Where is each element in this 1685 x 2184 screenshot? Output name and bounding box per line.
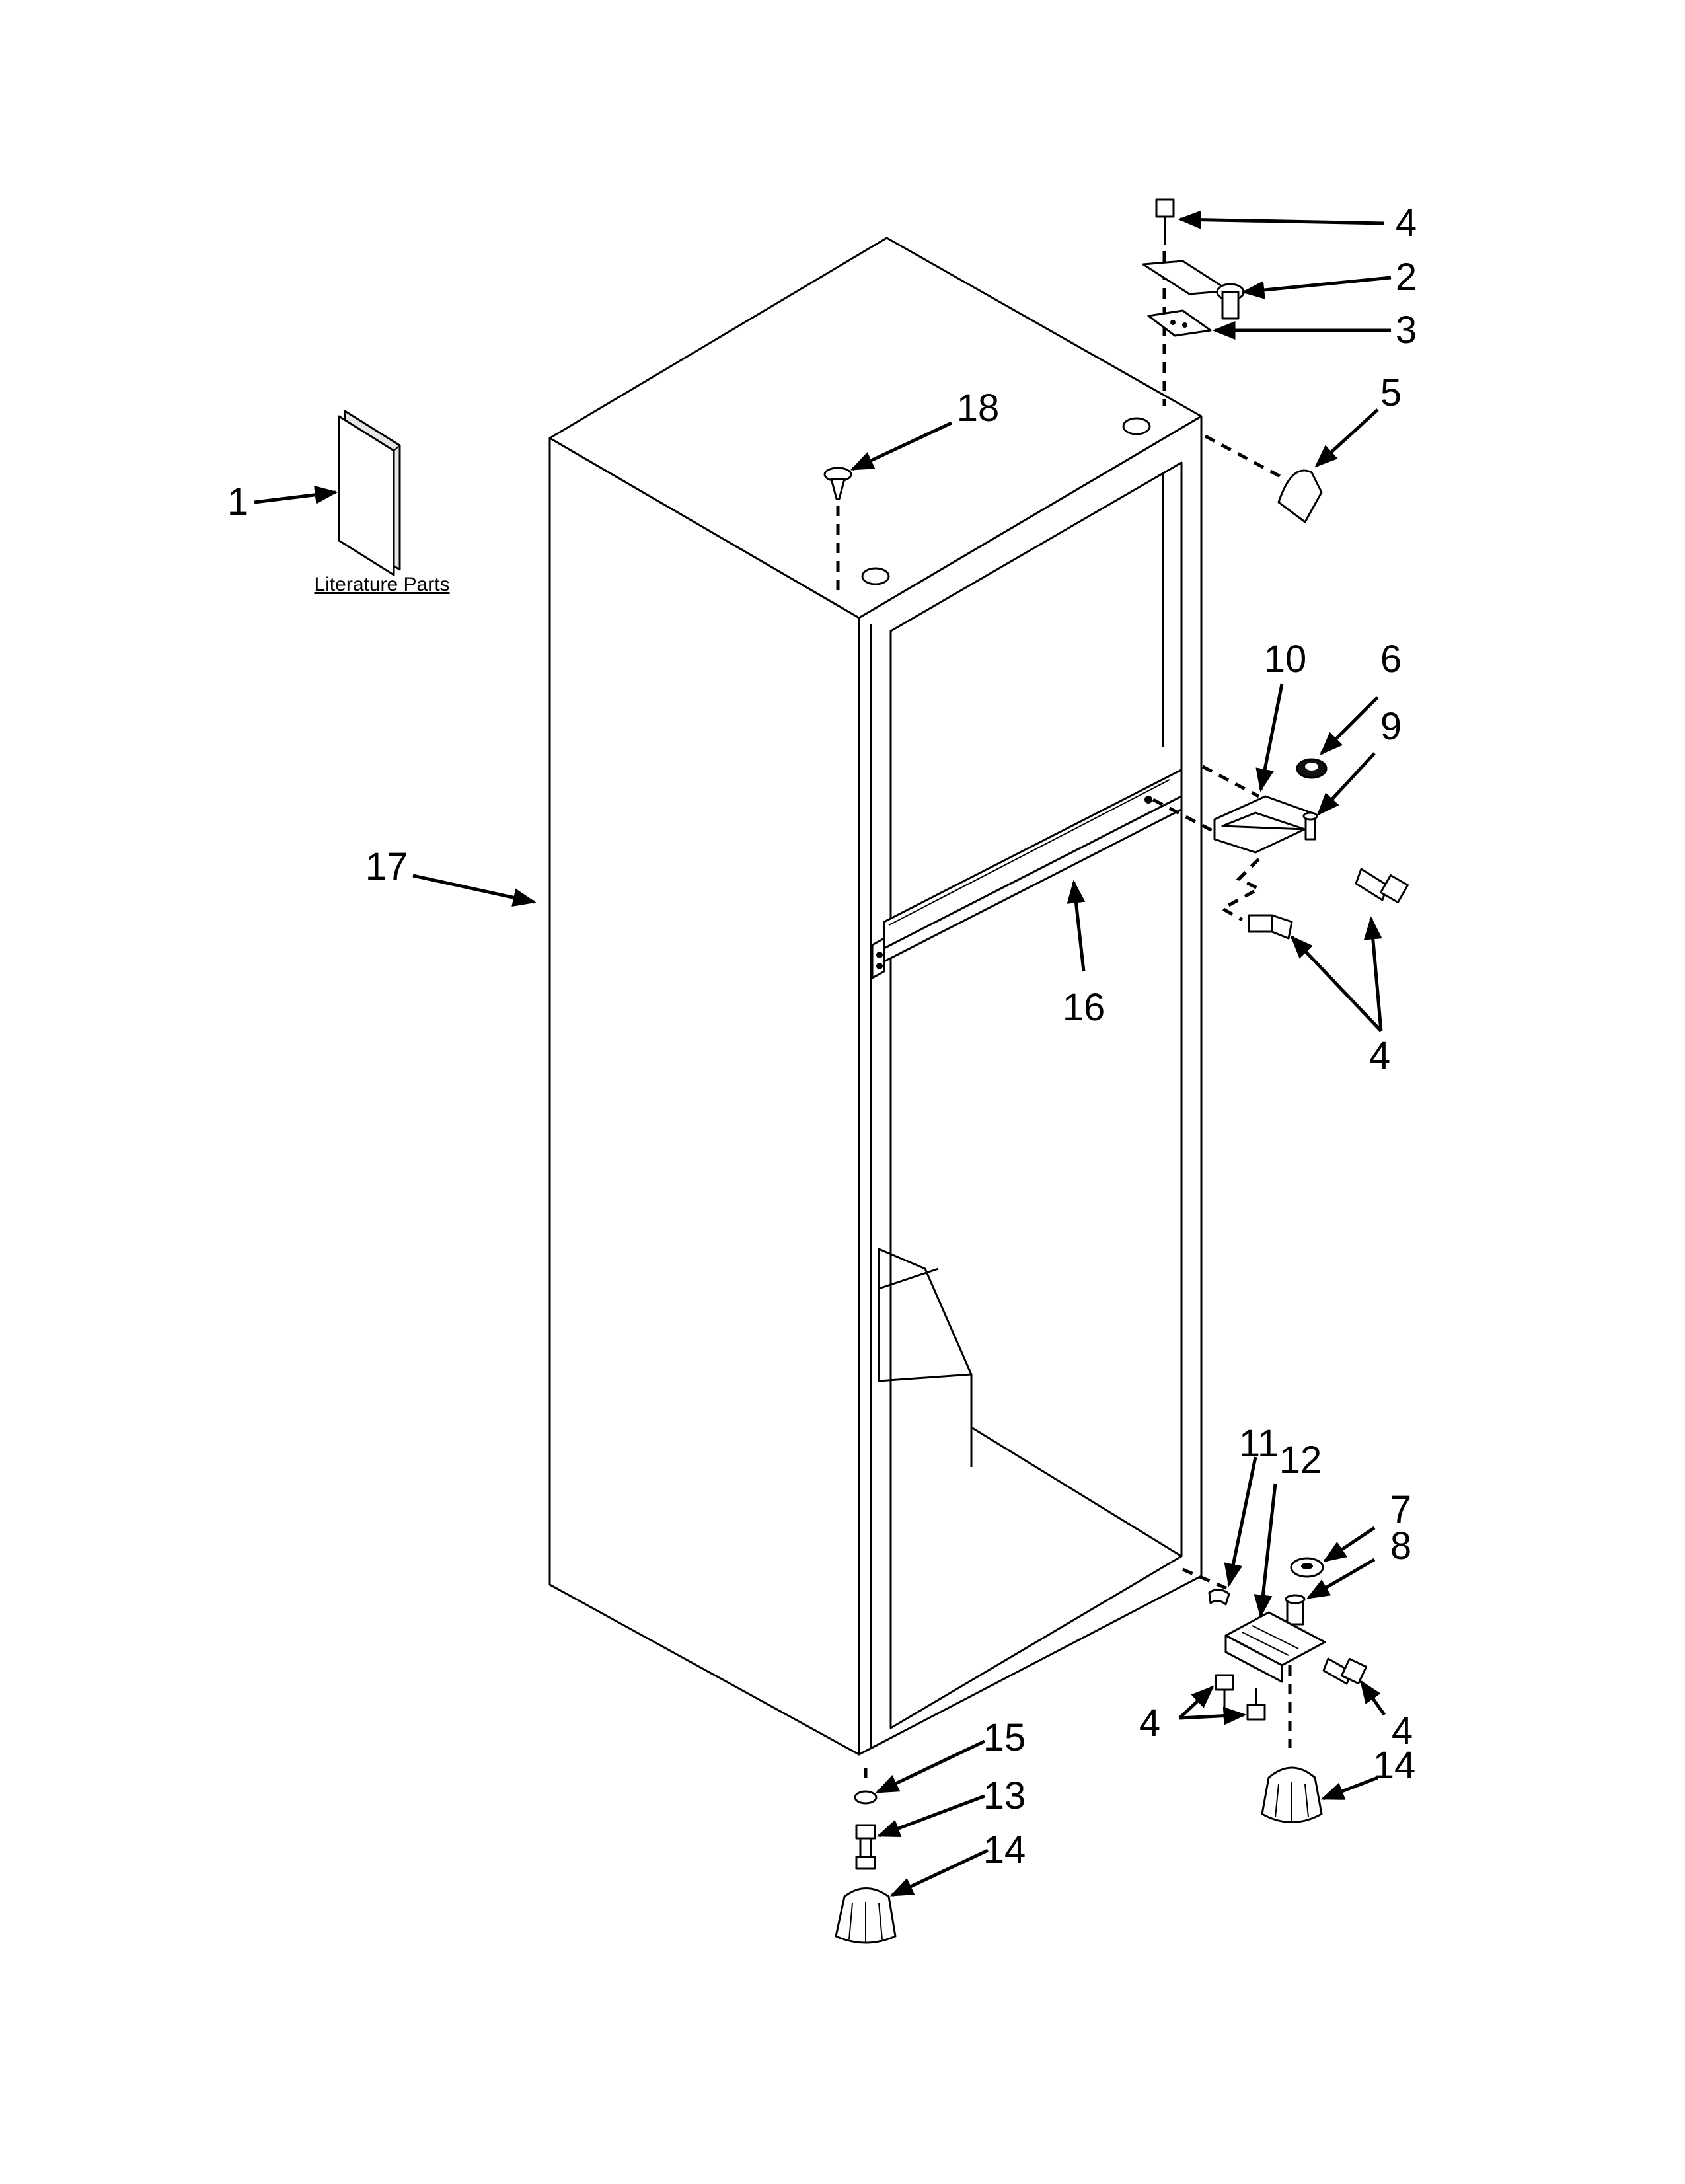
literature-booklet bbox=[338, 410, 401, 576]
callout-1: 1 bbox=[227, 480, 249, 523]
callout-9: 9 bbox=[1380, 705, 1402, 748]
callout-5: 5 bbox=[1380, 371, 1402, 414]
callout-7: 7 bbox=[1390, 1488, 1412, 1531]
callout-8: 8 bbox=[1390, 1525, 1412, 1567]
callout-18: 18 bbox=[956, 387, 1000, 430]
center-hinge-assembly bbox=[1213, 758, 1409, 940]
callout-14-right: 14 bbox=[1372, 1744, 1416, 1787]
callout-10: 10 bbox=[1263, 638, 1307, 681]
callout-12: 12 bbox=[1279, 1439, 1322, 1482]
callout-17: 17 bbox=[365, 845, 408, 888]
callout-3: 3 bbox=[1395, 309, 1417, 352]
callout-16: 16 bbox=[1062, 986, 1105, 1029]
callout-13: 13 bbox=[983, 1774, 1026, 1817]
refrigerator-cabinet bbox=[548, 237, 1203, 1756]
callout-2: 2 bbox=[1395, 256, 1417, 299]
callout-6: 6 bbox=[1380, 638, 1402, 681]
bottom-left-leveling bbox=[835, 1790, 897, 1944]
literature-parts-caption: Literature Parts bbox=[314, 574, 450, 595]
callout-4-top: 4 bbox=[1395, 202, 1417, 245]
top-hinge-assembly bbox=[1142, 198, 1323, 523]
callout-15: 15 bbox=[983, 1716, 1026, 1759]
center-mullion bbox=[871, 769, 1183, 979]
callout-11: 11 bbox=[1238, 1422, 1279, 1465]
screw-18 bbox=[823, 467, 852, 500]
callout-4-bottom-left: 4 bbox=[1139, 1702, 1161, 1745]
leader-arrows bbox=[254, 210, 1392, 1897]
bottom-hinge-assembly bbox=[1208, 1557, 1368, 1823]
callout-14-left: 14 bbox=[983, 1828, 1026, 1871]
callout-4-mid: 4 bbox=[1368, 1034, 1391, 1077]
callout-4-bottom-right: 4 bbox=[1391, 1710, 1413, 1752]
